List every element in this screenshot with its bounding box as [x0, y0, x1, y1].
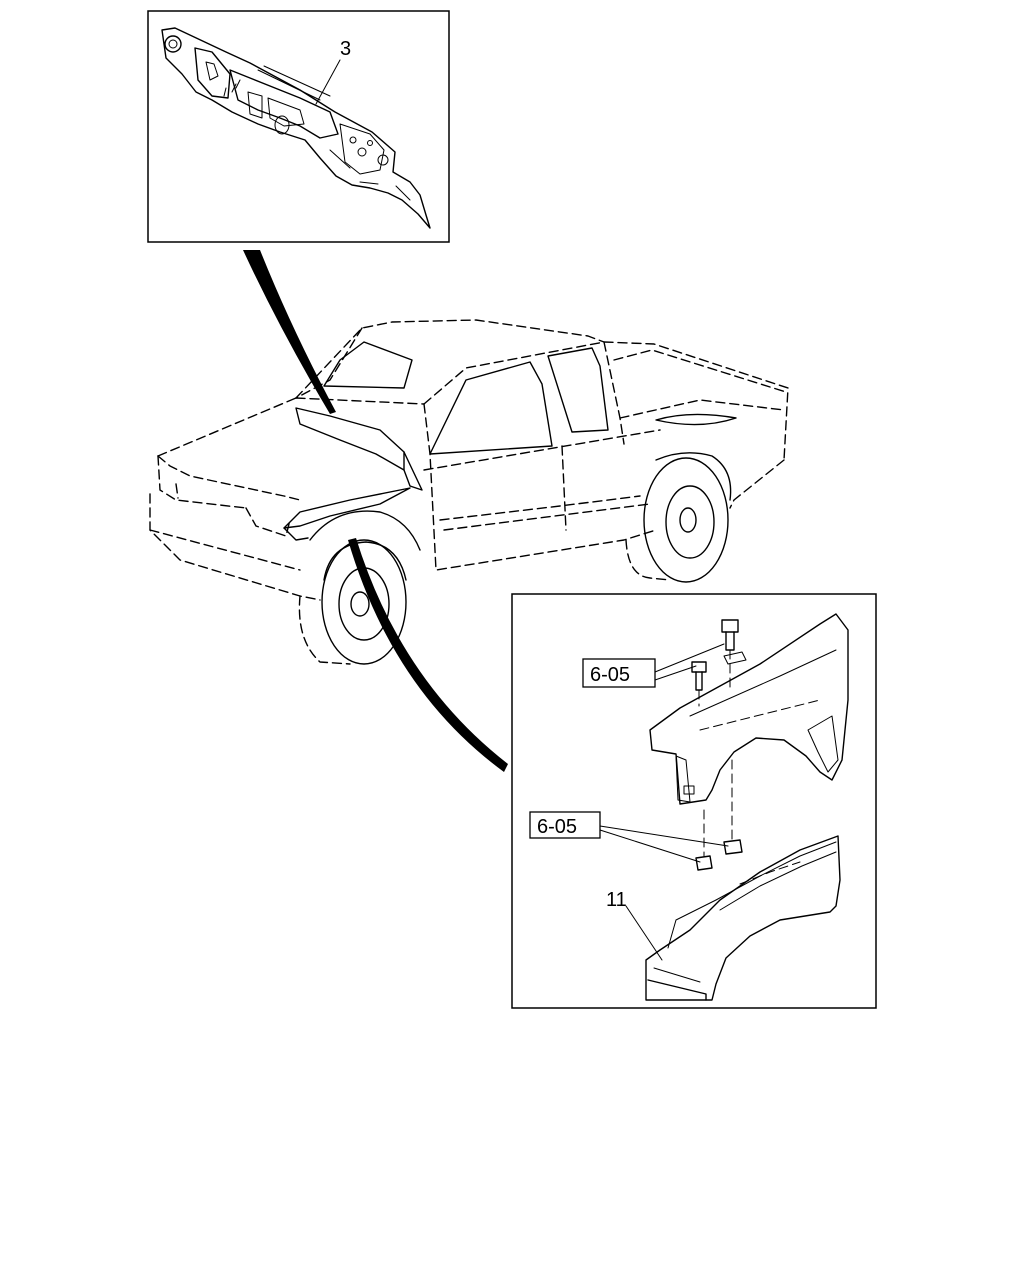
callout-box-clips — [529, 811, 601, 839]
fender-clip-left — [695, 809, 713, 871]
truck-drawing — [149, 319, 789, 665]
connector-band-top — [243, 250, 336, 414]
dash-panel-inset-frame — [147, 10, 450, 243]
connector-band-bottom — [348, 538, 508, 772]
fender-inset-frame — [511, 593, 877, 1009]
fender-inset: 6-05 6-05 11 — [511, 593, 877, 1009]
dash-panel-drawing — [161, 27, 431, 229]
callout-3: 3 — [340, 38, 351, 60]
callout-6-05-clips: 6-05 — [537, 816, 577, 838]
callout-box-bolts — [582, 658, 656, 688]
leader-liner — [625, 905, 663, 961]
fender-liner — [645, 835, 841, 1001]
leader-clips — [599, 825, 729, 863]
dash-panel-inset: 3 — [147, 10, 450, 243]
fender-bolt-upper — [721, 619, 747, 691]
leader-bolts — [654, 643, 725, 681]
fender-clip-right — [723, 759, 743, 855]
callout-11: 11 — [606, 889, 627, 911]
callout-6-05-bolts: 6-05 — [590, 664, 630, 686]
fender-bolt-lower — [691, 661, 707, 707]
front-fender — [649, 613, 849, 805]
